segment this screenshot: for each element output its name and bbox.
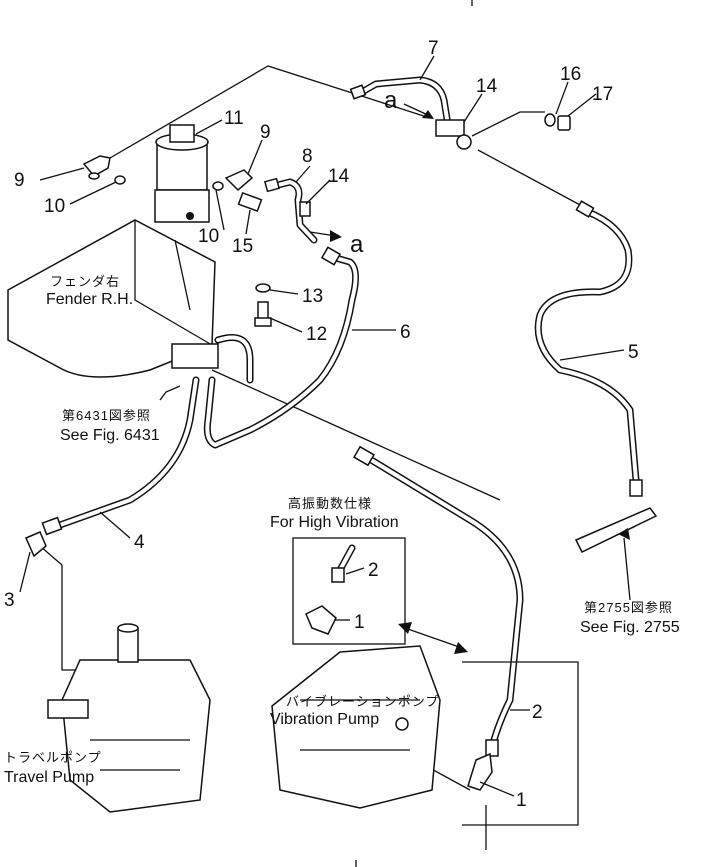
callout-13: 13 xyxy=(302,286,323,307)
double-arrow xyxy=(398,622,468,654)
vibration-pump xyxy=(271,645,441,809)
fitting-3 xyxy=(25,531,47,558)
travel-pump xyxy=(47,623,211,813)
vibration-pump-bracket xyxy=(462,661,579,826)
callout-6: 6 xyxy=(400,322,411,343)
high-vibration-label-en: For High Vibration xyxy=(270,514,399,531)
fig6431-label-jp: 第6431図参照 xyxy=(62,408,151,423)
vibration-pump-label-jp: バイブレーションポンプ xyxy=(286,694,439,709)
fitting-1-vib xyxy=(467,752,493,791)
high-vibration-inset-box xyxy=(292,537,406,645)
callout-a-lower: a xyxy=(350,231,364,258)
callout-a-upper: a xyxy=(384,87,398,114)
callout-10-left: 10 xyxy=(44,196,65,217)
callout-9-right: 9 xyxy=(260,122,271,143)
callout-5: 5 xyxy=(628,342,639,363)
filter-assembly xyxy=(154,124,210,223)
callout-14-upper: 14 xyxy=(476,76,498,97)
callout-9-left: 9 xyxy=(14,170,25,191)
callout-16: 16 xyxy=(560,64,581,85)
fig-2755-stub xyxy=(574,507,658,601)
parts-16-17 xyxy=(544,113,571,131)
fig2755-label-en: See Fig. 2755 xyxy=(580,619,680,636)
junction-block xyxy=(171,334,254,384)
vibration-pump-label-en: Vibration Pump xyxy=(270,711,379,728)
callout-14-lower: 14 xyxy=(328,166,350,187)
callout-2-vib: 2 xyxy=(532,702,543,723)
hose-5 xyxy=(534,200,643,497)
fitting-9-right xyxy=(224,169,254,192)
fitting-8 xyxy=(263,177,318,244)
callout-8: 8 xyxy=(302,146,313,167)
travel-pump-label-jp: トラベルポンプ xyxy=(4,750,102,765)
a-arrows xyxy=(309,103,434,242)
callout-3: 3 xyxy=(4,590,15,611)
clamp-14 xyxy=(299,119,472,217)
callout-10-right: 10 xyxy=(198,226,219,247)
travel-pump-label-en: Travel Pump xyxy=(4,769,94,786)
hose-6 xyxy=(203,246,359,449)
fender-label-en: Fender R.H. xyxy=(46,291,133,308)
high-vibration-label-jp: 高振動数仕様 xyxy=(288,496,372,511)
callout-1-vib: 1 xyxy=(516,790,527,811)
fig2755-label-jp: 第2755図参照 xyxy=(584,600,673,615)
callout-numbers: 11 9 9 10 10 8 14 15 7 14 16 17 13 12 6 … xyxy=(4,38,639,811)
oring-10 xyxy=(114,175,224,191)
callout-4: 4 xyxy=(134,532,145,553)
callout-2-inset: 2 xyxy=(368,560,379,581)
callout-leaders xyxy=(19,55,625,797)
fitting-9-left xyxy=(82,155,111,180)
fig6431-label-en: See Fig. 6431 xyxy=(60,427,160,444)
callout-12: 12 xyxy=(306,324,327,345)
callout-7: 7 xyxy=(428,38,439,59)
parts-12-13 xyxy=(254,283,272,327)
callout-1-inset: 1 xyxy=(354,612,365,633)
callout-17: 17 xyxy=(592,84,613,105)
callout-15: 15 xyxy=(232,236,253,257)
text-labels: フェンダ右 Fender R.H. 第6431図参照 See Fig. 6431… xyxy=(4,274,680,786)
hose-2-long xyxy=(353,445,524,757)
fitting-1-inset xyxy=(305,605,337,635)
hose-2-short xyxy=(331,544,356,583)
hose-4 xyxy=(41,376,200,536)
fender-label-jp: フェンダ右 xyxy=(50,274,120,289)
fitting-15 xyxy=(237,191,263,213)
callout-11: 11 xyxy=(224,108,244,129)
